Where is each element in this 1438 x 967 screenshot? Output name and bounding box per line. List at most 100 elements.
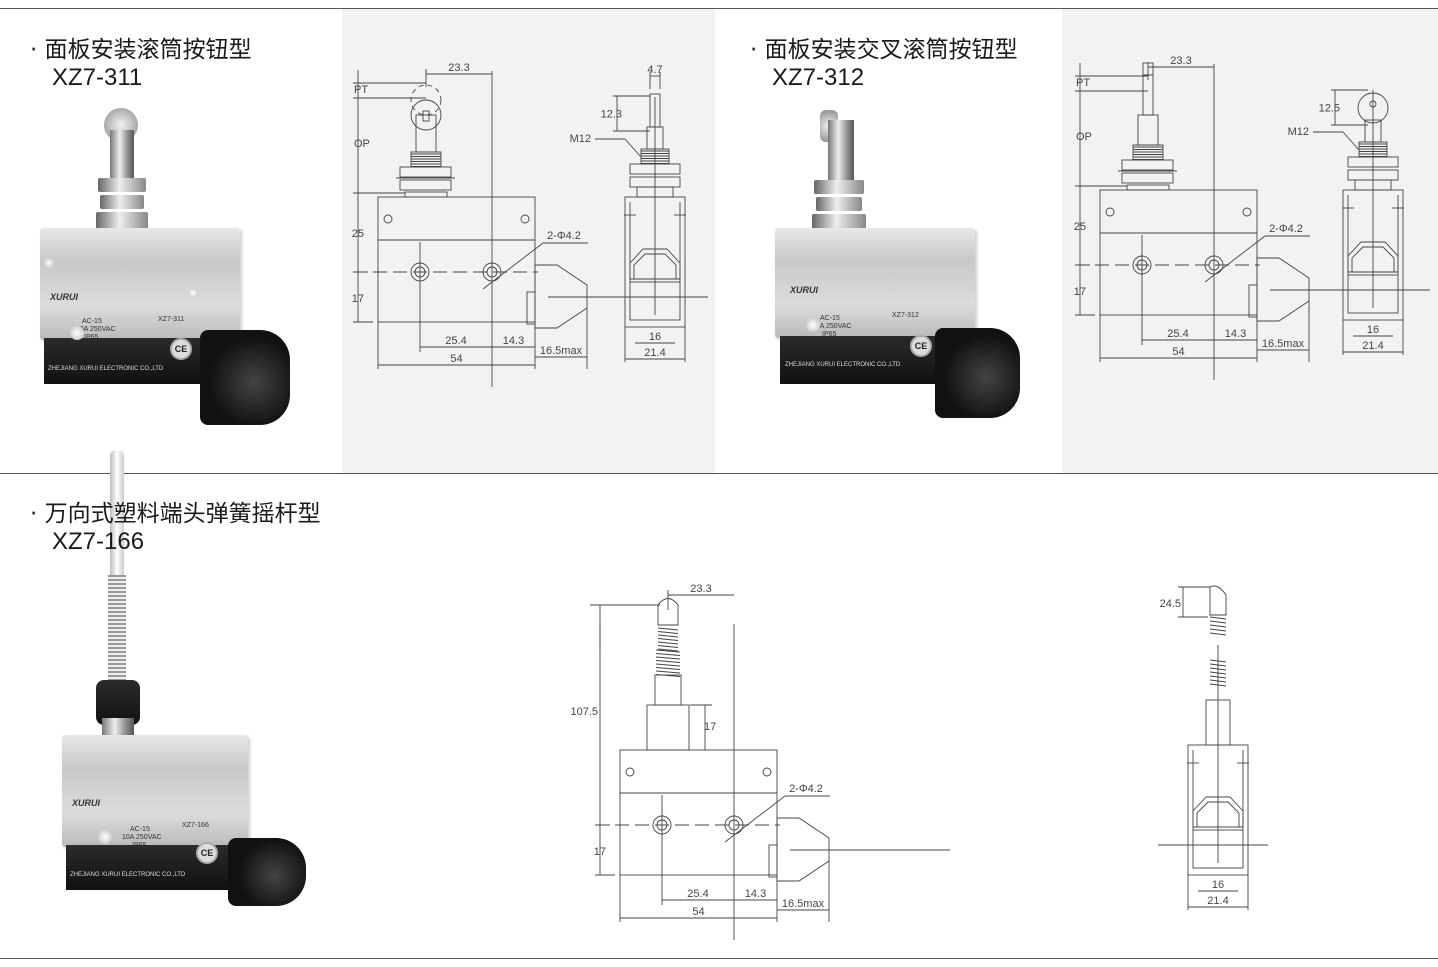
product-title: 面板安装滚筒按钮型	[44, 37, 252, 63]
plunger-base	[1126, 184, 1170, 191]
dimension-label: 16.5max	[782, 898, 825, 910]
dimension-label: 25	[352, 228, 364, 240]
photo-rating: AC-15	[82, 318, 102, 325]
leader-line	[624, 138, 642, 158]
spring-coil	[655, 649, 681, 653]
spring-coil	[655, 663, 681, 667]
spring-coil	[1209, 671, 1227, 675]
section-divider	[0, 473, 1438, 474]
side-hood	[1192, 796, 1244, 828]
mount-hole	[383, 214, 393, 224]
product-heading-xz7-312: · 面板安装交叉滚筒按钮型 XZ7-312	[750, 36, 1018, 92]
spring-coil	[657, 645, 679, 648]
photo-maker: ZHEJIANG XURUI ELECTRONIC CO.,LTD	[70, 872, 186, 878]
spring-coil	[1209, 620, 1227, 624]
side-hood	[1347, 241, 1399, 273]
photo-rating: AC-15	[130, 826, 150, 833]
leader-line	[724, 795, 786, 843]
nut	[399, 179, 452, 191]
spring-coil	[655, 670, 681, 674]
mount-hole	[762, 767, 772, 777]
switch-body-outline	[1099, 189, 1258, 316]
product-title: 面板安装交叉滚筒按钮型	[764, 37, 1018, 63]
spring-coil	[1209, 632, 1227, 636]
product-title: 万向式塑料端头弹簧摇杆型	[44, 501, 321, 527]
dimension-label: 25.4	[687, 888, 708, 900]
photo-rating: 10A 250VAC	[122, 834, 162, 841]
bullet: ·	[30, 501, 38, 527]
ce-mark: CE	[910, 335, 932, 357]
dimension-label: M12	[570, 133, 591, 145]
actuator-cap	[534, 264, 588, 329]
actuator-cap	[1256, 257, 1310, 322]
roller	[410, 99, 442, 131]
dimension-label: 21.4	[1362, 340, 1383, 352]
photo-brand: XURUI	[72, 798, 101, 808]
side-hood-inner	[1351, 246, 1395, 273]
dimension-label: M12	[1288, 126, 1309, 138]
product-heading-xz7-311: · 面板安装滚筒按钮型 XZ7-311	[30, 36, 252, 92]
nut	[1347, 169, 1399, 181]
spring-coil	[1209, 679, 1227, 683]
bullet: ·	[750, 37, 758, 63]
ce-mark: CE	[170, 338, 192, 360]
dimension-label: 54	[1172, 346, 1184, 358]
nut	[1121, 159, 1174, 171]
spring-coil	[657, 627, 679, 631]
photo-rating: AC-15	[820, 315, 840, 322]
dimension-label: PT	[354, 84, 368, 96]
spring-coil	[655, 656, 681, 660]
roller-pin	[422, 110, 430, 122]
spring-tip	[657, 598, 679, 626]
spring-coil	[655, 660, 681, 663]
photo-maker: ZHEJIANG XURUI ELECTRONIC CO.,LTD	[48, 366, 164, 372]
nut	[629, 176, 681, 188]
spring-coil	[1209, 667, 1227, 671]
leader-line	[482, 242, 544, 290]
dimension-label: 14.3	[1225, 328, 1246, 340]
plunger-base	[646, 704, 690, 751]
dimension-label: 12.3	[601, 109, 622, 121]
spring-tip	[1209, 585, 1227, 616]
drawing-panel-xz7-312	[1062, 9, 1438, 473]
leader-line	[1342, 131, 1360, 151]
spring-coil	[657, 648, 679, 652]
spring-coil	[1209, 683, 1227, 687]
dimension-label: 54	[692, 906, 704, 918]
spring-coil	[1209, 624, 1227, 628]
dimension-label: 17	[1074, 286, 1086, 298]
photo-brand: XURUI	[790, 285, 819, 295]
dimension-label: 21.4	[644, 347, 665, 359]
photo-rating: IP65	[84, 334, 99, 341]
spring-coil	[657, 638, 679, 641]
cap-step	[526, 291, 536, 325]
photo-rating: IP65	[822, 331, 837, 338]
spring-coil	[655, 674, 681, 677]
roller-pin	[1369, 100, 1377, 108]
product-heading-xz7-166: · 万向式塑料端头弹簧摇杆型 XZ7-166	[30, 500, 321, 556]
side-hood-inner	[1196, 801, 1240, 828]
plunger-stem	[415, 114, 437, 153]
product-model: XZ7-166	[52, 528, 145, 555]
spring-coil	[1209, 659, 1227, 663]
ce-mark: CE	[196, 842, 218, 864]
dimension-label: 2-Φ4.2	[547, 230, 581, 242]
dimension-label: 16	[649, 331, 661, 343]
photo-model: XZ7-312	[892, 312, 919, 319]
drawing-panel-xz7-311	[342, 9, 715, 473]
cross-roller	[1142, 74, 1154, 116]
dimension-label: 4.7	[647, 64, 662, 76]
bottom-rule	[0, 958, 1438, 959]
dimension-label: 16	[1367, 324, 1379, 336]
side-hood	[629, 248, 681, 280]
dimension-label: 16.5max	[540, 345, 583, 357]
spring-coil	[655, 653, 681, 656]
dimension-label: 25.4	[1167, 328, 1188, 340]
spring-coil	[655, 667, 681, 670]
mount-hole	[1105, 207, 1115, 217]
dimension-label: 12.5	[1319, 103, 1340, 115]
